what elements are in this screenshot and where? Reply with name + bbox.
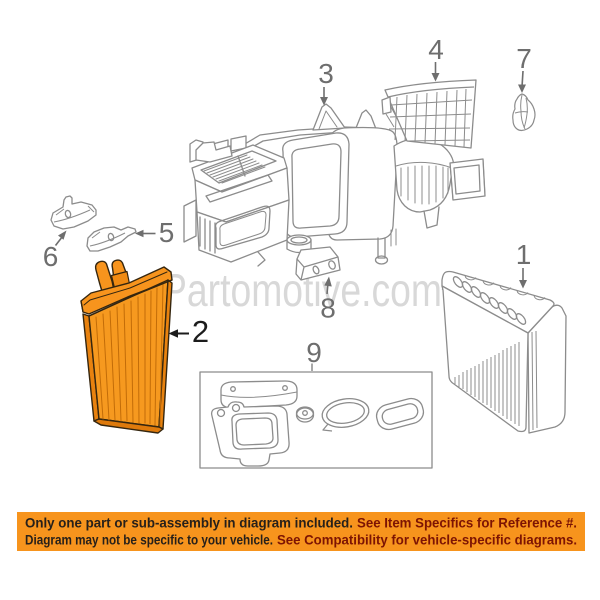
svg-text:7: 7 (516, 43, 532, 74)
svg-text:4: 4 (428, 34, 444, 65)
svg-text:6: 6 (43, 241, 59, 272)
svg-text:2: 2 (192, 314, 209, 349)
svg-text:5: 5 (159, 217, 175, 248)
svg-text:9: 9 (306, 337, 322, 368)
svg-text:Diagram may not be specific to: Diagram may not be specific to your vehi… (25, 532, 273, 548)
svg-text:See Compatibility for vehicle-: See Compatibility for vehicle-specific d… (277, 532, 577, 548)
svg-text:Only one part or sub-assembly: Only one part or sub-assembly in diagram… (25, 515, 353, 531)
svg-text:8: 8 (320, 293, 336, 324)
svg-text:1: 1 (516, 239, 532, 270)
svg-text:See Item Specifics for Referen: See Item Specifics for Reference #. (357, 515, 577, 531)
svg-text:3: 3 (318, 58, 334, 89)
